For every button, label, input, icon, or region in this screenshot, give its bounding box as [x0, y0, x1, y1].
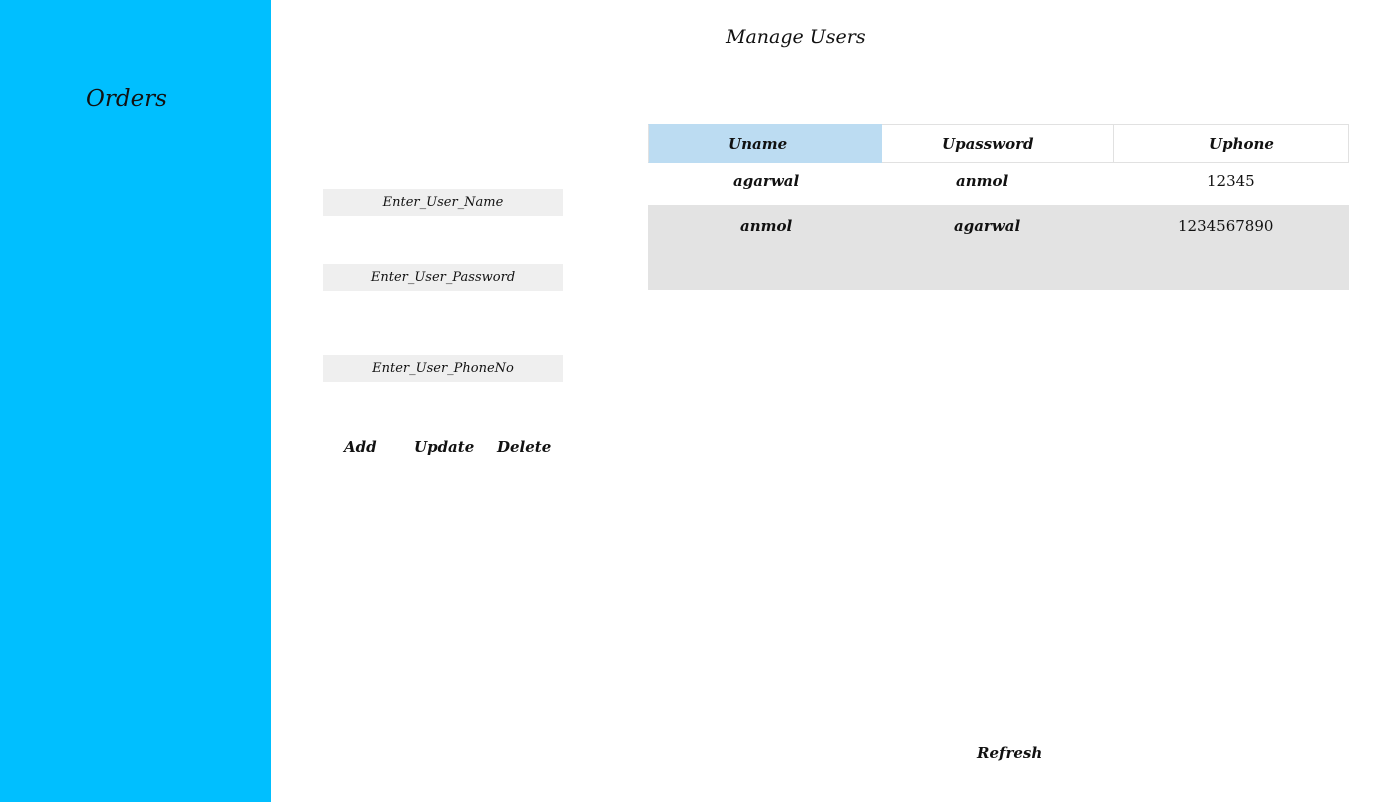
cell-uphone: 1234567890 [1178, 217, 1274, 235]
cell-upassword: agarwal [954, 217, 1021, 235]
column-header-uname[interactable]: Uname [648, 124, 882, 163]
user-phone-input[interactable] [323, 355, 563, 382]
page-title: Manage Users [726, 26, 866, 48]
cell-uphone: 12345 [1207, 172, 1255, 190]
delete-button[interactable]: Delete [497, 438, 552, 456]
column-header-uphone[interactable]: Uphone [1114, 124, 1349, 163]
users-data-grid[interactable]: Uname Upassword Uphone agarwal anmol 123… [648, 124, 1349, 290]
grid-header-row: Uname Upassword Uphone [648, 124, 1349, 163]
cell-uname: anmol [740, 217, 793, 235]
table-row[interactable]: agarwal anmol 12345 [648, 163, 1349, 205]
column-header-upassword[interactable]: Upassword [882, 124, 1114, 163]
table-row[interactable]: anmol agarwal 1234567890 [648, 205, 1349, 290]
update-button[interactable]: Update [414, 438, 475, 456]
cell-upassword: anmol [956, 172, 1009, 190]
user-password-input[interactable] [323, 264, 563, 291]
refresh-button[interactable]: Refresh [977, 744, 1043, 762]
sidebar-item-orders[interactable]: Orders [86, 86, 167, 112]
sidebar: Orders [0, 0, 271, 802]
cell-uname: agarwal [733, 172, 800, 190]
add-button[interactable]: Add [344, 438, 377, 456]
user-name-input[interactable] [323, 189, 563, 216]
